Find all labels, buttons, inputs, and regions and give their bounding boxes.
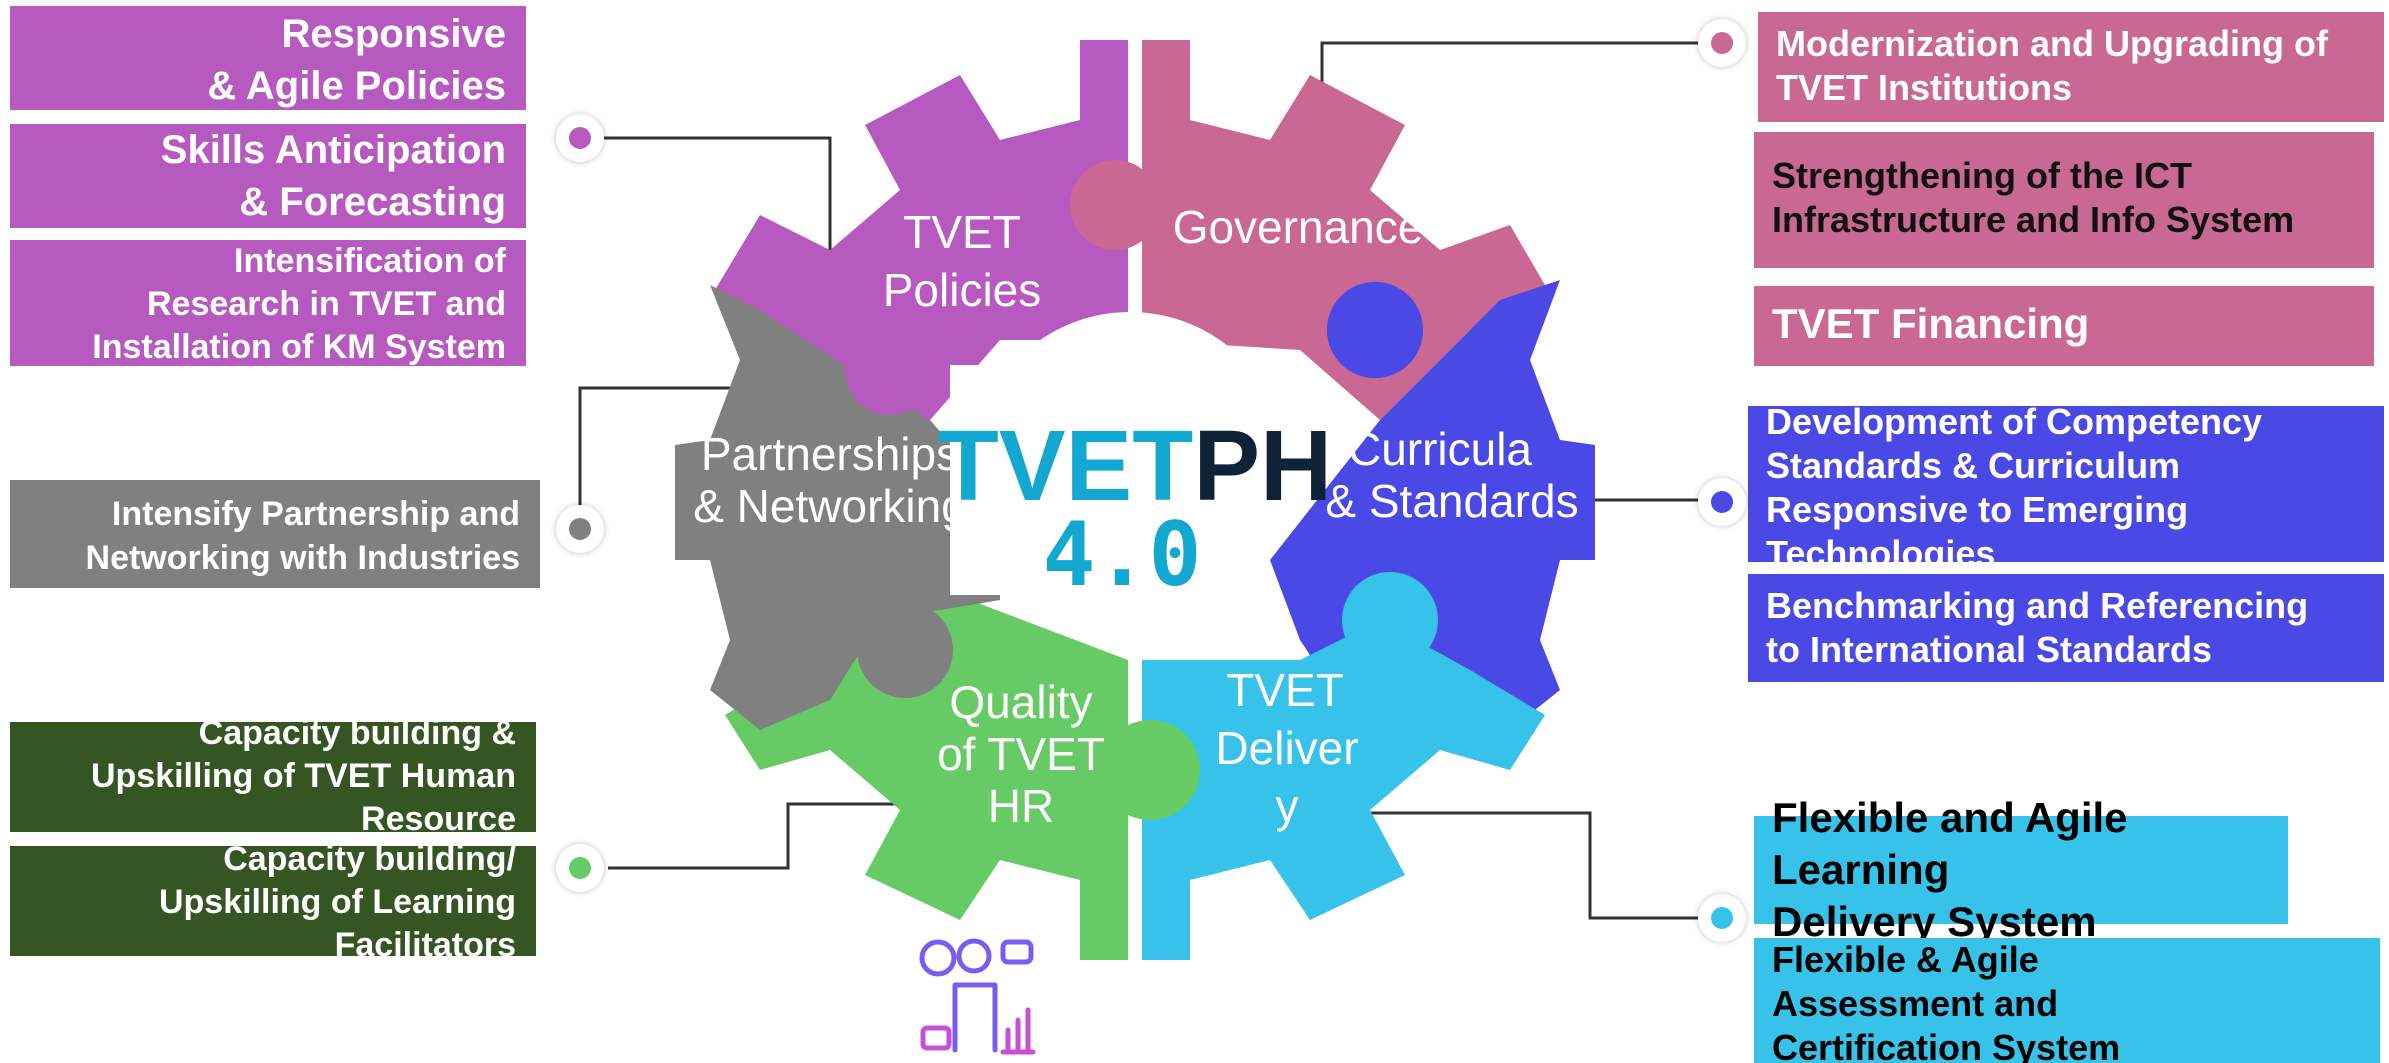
right-box-text: Flexible & Agile Assessment and Certific… bbox=[1772, 939, 2121, 1063]
left-box-capacity-building-facilitators: Capacity building/ Upskilling of Learnin… bbox=[10, 846, 536, 956]
right-box-flexible-assessment: Flexible & Agile Assessment and Certific… bbox=[1754, 938, 2380, 1063]
left-box-intensification-research: Intensification of Research in TVET and … bbox=[10, 240, 526, 366]
right-box-text: Development of Competency Standards & Cu… bbox=[1766, 406, 2263, 562]
tvetph-logo: TVETPH 4.0 bbox=[938, 410, 1333, 606]
connector-dot-delivery bbox=[1698, 894, 1746, 942]
person-analytics-icon bbox=[919, 938, 1036, 1055]
connector-dot-curricula bbox=[1698, 478, 1746, 526]
right-box-text: TVET Financing bbox=[1772, 300, 2090, 347]
left-box-text: Responsive & Agile Policies bbox=[207, 12, 506, 108]
right-box-competency-standards: Development of Competency Standards & Cu… bbox=[1748, 406, 2384, 562]
left-box-text: Intensify Partnership and Networking wit… bbox=[85, 495, 520, 577]
left-box-intensify-partnership: Intensify Partnership and Networking wit… bbox=[10, 480, 540, 588]
left-box-text: Capacity building & Upskilling of TVET H… bbox=[90, 722, 516, 832]
right-box-ict-infrastructure: Strengthening of the ICT Infrastructure … bbox=[1754, 132, 2374, 268]
connector-dot-partnerships bbox=[556, 505, 604, 553]
left-box-responsive-agile-policies: Responsive & Agile Policies bbox=[10, 6, 526, 110]
connector-dot-policies bbox=[556, 114, 604, 162]
right-box-benchmarking: Benchmarking and Referencing to Internat… bbox=[1748, 574, 2384, 682]
right-box-modernization: Modernization and Upgrading of TVET Inst… bbox=[1758, 12, 2384, 122]
right-box-text: Benchmarking and Referencing to Internat… bbox=[1766, 585, 2309, 670]
logo-text-tvet: TVET bbox=[938, 410, 1194, 522]
connector-dot-quality bbox=[556, 844, 604, 892]
gear-label-governance: Governance bbox=[1173, 201, 1424, 253]
gear-segment-partnerships bbox=[675, 285, 1000, 730]
right-box-text: Flexible and Agile Learning Delivery Sys… bbox=[1772, 794, 2128, 945]
logo-text-ph: PH bbox=[1193, 410, 1332, 522]
left-box-text: Capacity building/ Upskilling of Learnin… bbox=[158, 846, 516, 956]
logo-text-version: 4.0 bbox=[1043, 503, 1202, 606]
left-box-capacity-building-hr: Capacity building & Upskilling of TVET H… bbox=[10, 722, 536, 832]
gear-label-curricula: Curricula& Standards bbox=[1325, 423, 1578, 527]
gear-segment-delivery bbox=[1142, 572, 1545, 960]
right-box-text: Strengthening of the ICT Infrastructure … bbox=[1772, 155, 2295, 240]
svg-text:TVETPH: TVETPH bbox=[938, 410, 1333, 522]
connector-dot-governance bbox=[1698, 19, 1746, 67]
left-box-text: Skills Anticipation & Forecasting bbox=[160, 128, 506, 224]
connector-lines bbox=[578, 41, 1722, 920]
right-box-text: Modernization and Upgrading of TVET Inst… bbox=[1776, 23, 2328, 108]
right-box-tvet-financing: TVET Financing bbox=[1754, 286, 2374, 366]
gear-label-partnerships: Partnerships& Networking bbox=[693, 428, 967, 532]
left-box-text: Intensification of Research in TVET and … bbox=[92, 242, 506, 366]
right-box-flexible-learning-delivery: Flexible and Agile Learning Delivery Sys… bbox=[1754, 794, 2288, 945]
left-box-skills-anticipation: Skills Anticipation & Forecasting bbox=[10, 124, 526, 228]
logo-background bbox=[950, 365, 1268, 595]
